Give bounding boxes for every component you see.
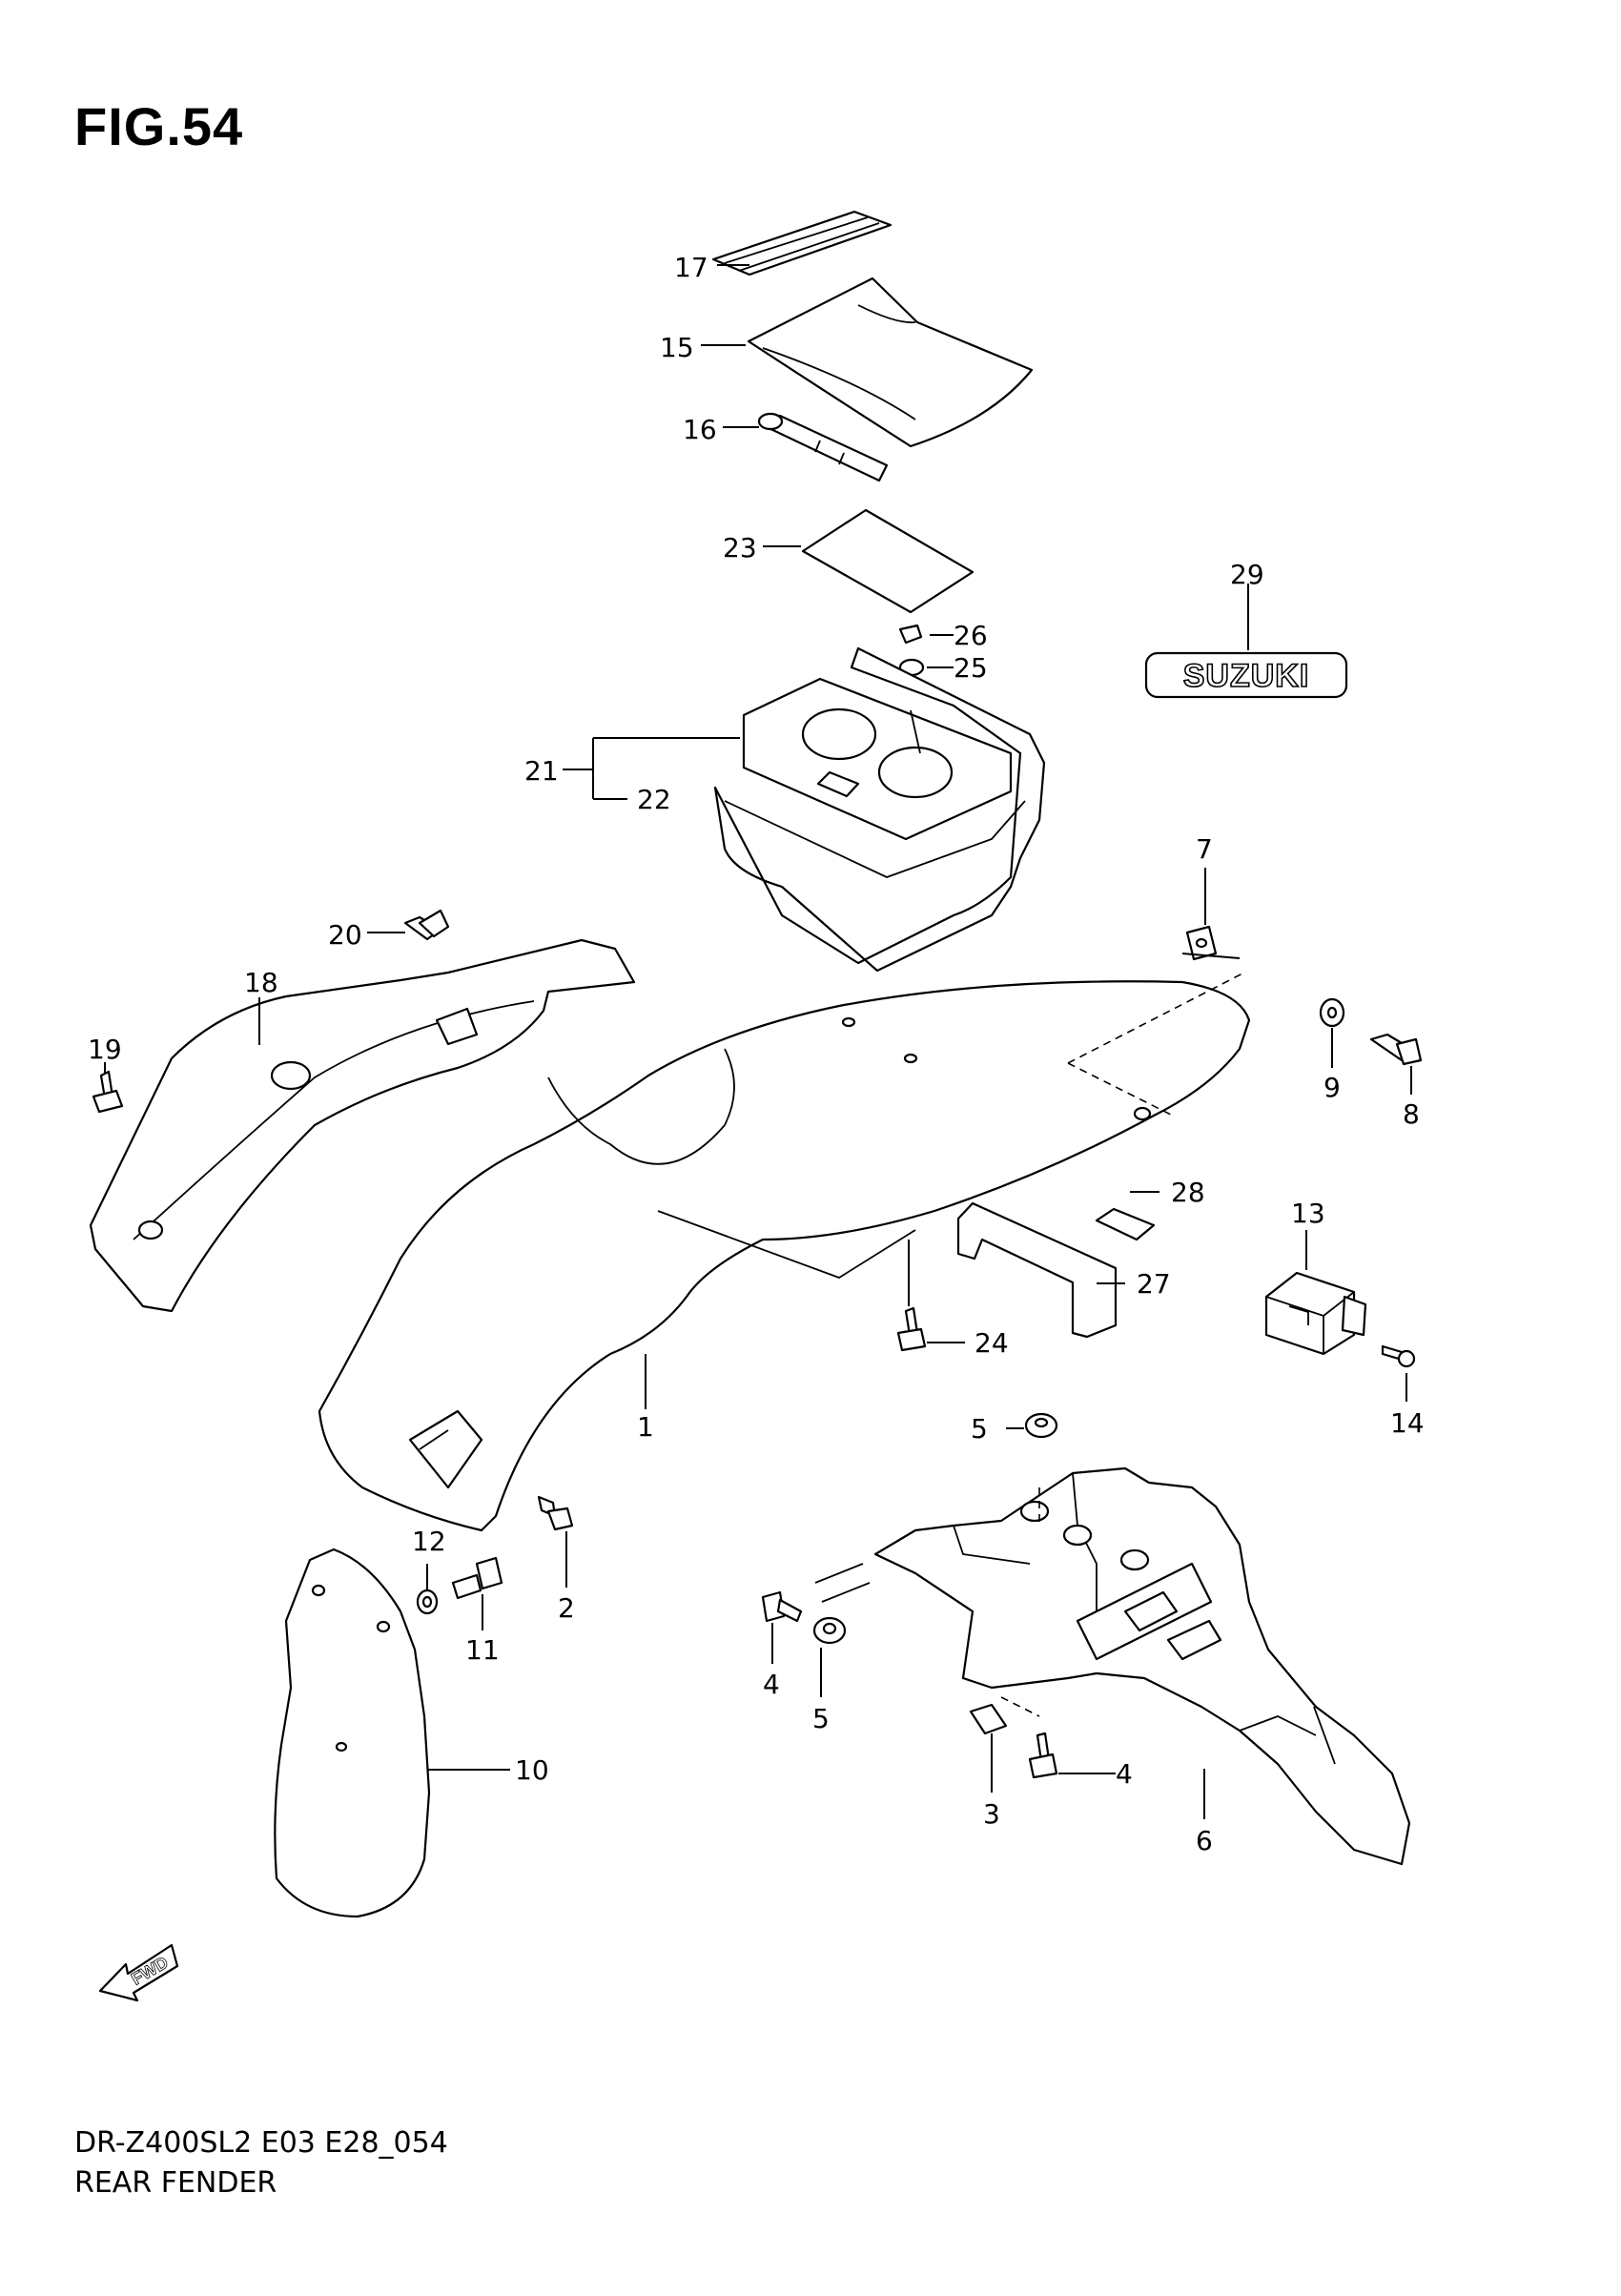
suzuki-logo-text: SUZUKI — [1183, 658, 1310, 694]
callout-23: 23 — [723, 532, 757, 564]
callout-26: 26 — [954, 620, 988, 651]
callout-25: 25 — [954, 652, 988, 684]
callout-19: 19 — [88, 1034, 122, 1065]
callout-22: 22 — [637, 784, 671, 815]
part-24-bolt — [896, 1306, 927, 1352]
callout-20: 20 — [328, 919, 362, 951]
callout-16: 16 — [683, 414, 717, 445]
part-13-turn-signal-relay — [1264, 1271, 1367, 1356]
callout-29: 29 — [1230, 559, 1264, 590]
callout-18: 18 — [244, 967, 278, 998]
part-12-washer — [416, 1589, 439, 1615]
callout-11: 11 — [465, 1634, 500, 1666]
callout-24: 24 — [975, 1327, 1009, 1359]
callout-5-lower: 5 — [812, 1703, 830, 1734]
part-4-bolt-left — [761, 1590, 803, 1623]
callout-5-top: 5 — [971, 1413, 988, 1445]
part-2-bolt — [537, 1495, 574, 1531]
part-20-bolt — [403, 909, 450, 941]
callout-28: 28 — [1171, 1177, 1205, 1208]
part-8-bolt — [1369, 1033, 1423, 1066]
part-19-bolt — [92, 1070, 124, 1114]
part-7-clip-nut — [1185, 925, 1218, 961]
part-5-grommet-top — [1024, 1412, 1058, 1439]
part-4-bolt-lower — [1028, 1732, 1058, 1779]
callout-2: 2 — [558, 1592, 575, 1624]
callout-10: 10 — [515, 1754, 549, 1786]
model-code: DR-Z400SL2 E03 E28_054 — [74, 2126, 448, 2160]
callout-4-left: 4 — [763, 1669, 780, 1700]
callout-6: 6 — [1196, 1825, 1213, 1856]
part-26-nut — [898, 624, 923, 645]
part-23-owners-manual — [801, 508, 975, 614]
callout-12: 12 — [412, 1526, 446, 1557]
callout-15: 15 — [660, 332, 694, 363]
callout-9: 9 — [1323, 1072, 1341, 1103]
leader-lines — [104, 264, 1412, 1819]
part-11-bolt — [451, 1556, 503, 1600]
part-29-suzuki-emblem: SUZUKI — [1144, 651, 1348, 699]
part-17-battery-strap — [711, 210, 893, 277]
callout-3: 3 — [983, 1798, 1000, 1830]
part-18-mud-guard — [89, 938, 636, 1313]
callout-17: 17 — [674, 252, 708, 283]
part-10-mud-flap — [274, 1548, 431, 1918]
part-6-rear-fender-bracket — [814, 1466, 1411, 1866]
callout-1: 1 — [637, 1411, 654, 1443]
figure-name: REAR FENDER — [74, 2166, 277, 2200]
part-14-screw — [1381, 1344, 1416, 1368]
callout-labels: 17 15 16 23 29 26 25 21 22 7 20 18 19 9 … — [88, 252, 1425, 1856]
part-3-clip-nut — [969, 1703, 1008, 1735]
callout-21: 21 — [524, 755, 559, 787]
figure-title: FIG.54 — [74, 96, 244, 156]
callout-27: 27 — [1137, 1268, 1171, 1300]
part-9-washer — [1319, 997, 1345, 1028]
callout-14: 14 — [1390, 1407, 1425, 1439]
part-22-battery-case — [713, 646, 1046, 973]
part-15-tool-bag — [747, 277, 1034, 448]
callout-8: 8 — [1403, 1098, 1420, 1130]
callout-4-lower: 4 — [1116, 1758, 1133, 1790]
part-16-spark-plug-wrench — [757, 412, 889, 482]
part-1-rear-fender — [318, 972, 1251, 1532]
part-27-grab-handle — [956, 1201, 1118, 1339]
part-28-cushion — [1095, 1207, 1156, 1241]
part-21-battery-holder — [742, 677, 1013, 841]
callout-13: 13 — [1291, 1198, 1325, 1229]
part-5-grommet-lower — [812, 1616, 847, 1645]
fwd-direction-arrow: FWD — [98, 1943, 179, 2002]
callout-7: 7 — [1196, 833, 1213, 865]
